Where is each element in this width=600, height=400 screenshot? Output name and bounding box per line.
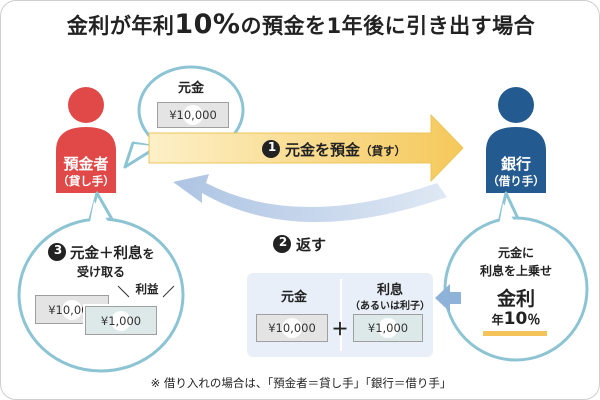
bank-figure [486,87,546,193]
sum-interest-bill: ¥1,000 [353,314,423,342]
interest-tag-left [117,285,130,298]
title-prefix: 金利が年利 [66,14,175,38]
step1-label: 元金を預金（貸す） [285,139,406,160]
bank-role: （借り手） [487,174,545,188]
sum-interest-label: 利息 [376,283,403,298]
step3-number: 3 [53,243,63,257]
step1-text: 元金を預金 [285,141,361,159]
sum-principal-bill: ¥10,000 [256,314,328,342]
title-rate: 10% [174,9,241,40]
received-principal-amount: ¥10,000 [48,302,96,317]
rate-unit: ％ [527,313,541,328]
bank-bubble-line2: 利息を上乗せ [479,264,552,278]
principal-bubble-bill: ¥10,000 [157,102,229,128]
sum-interest-amount: ¥1,000 [367,321,409,335]
step3-text: 元金＋利息 [70,246,143,262]
received-interest-amount: ¥1,000 [100,313,142,328]
interest-tag-right [162,285,175,298]
principal-bubble-amount: ¥10,000 [169,108,217,122]
step3-particle: を [142,247,155,261]
step2-label: 返す [296,236,327,254]
return-arrow [173,174,447,223]
step2-number: 2 [278,235,288,249]
footnote: ※ 借り入れの場合は、「預金者＝貸し手」「銀行＝借り手」 [150,376,452,390]
sum-principal-label: 元金 [280,290,307,305]
received-interest-bill: ¥1,000 [85,306,157,335]
title-suffix: の預金を1年後に引き出す場合 [240,14,536,38]
step3-label-a: 元金＋利息を [70,242,155,263]
bank-bubble-line1: 元金に [497,246,534,260]
plus-sign: ＋ [331,320,349,340]
bank-name: 銀行 [500,155,531,173]
rate-prefix: 年 [491,313,504,327]
step2-circle [273,235,291,253]
rate-underline [483,331,547,336]
interest-tag-label: 利益 [135,282,159,296]
rate-value: 10 [503,309,528,329]
step1-number: 1 [267,140,277,154]
bank-bubble-rate: 年10％ [466,309,566,329]
step1-circle [262,140,280,158]
sum-principal-amount: ¥10,000 [268,321,316,335]
lender-name: 預金者 [63,155,109,173]
bank-bubble-rate-label: 金利 [496,288,535,310]
sum-interest-sub: （あるいは利子） [350,301,430,312]
step1-sub: （貸す） [360,144,407,158]
small-arrow [435,284,461,312]
step3-label-c: 受け取る [76,265,125,279]
diagram-title: 金利が年利10%の預金を1年後に引き出す場合 [1,9,599,40]
deposit-arrow [148,113,464,183]
principal-bubble-label: 元金 [177,81,204,96]
lender-figure [56,87,116,193]
lender-role: （貸し手） [57,174,115,188]
step3-circle [48,243,66,261]
